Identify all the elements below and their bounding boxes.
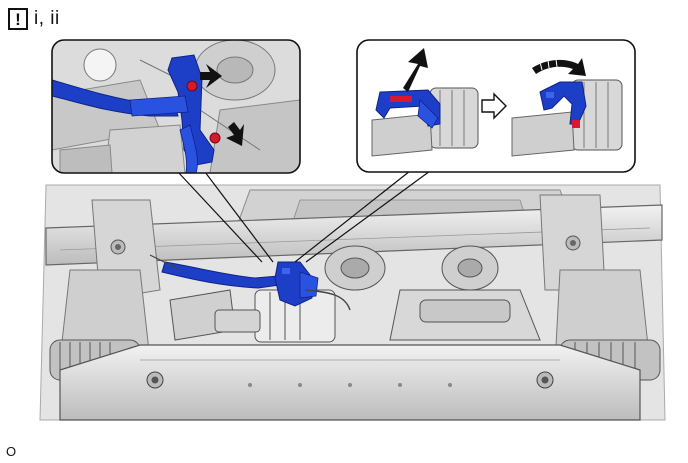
steering-assist-motor <box>214 289 336 343</box>
arrow-icon <box>200 64 222 88</box>
figure-code: O <box>6 444 17 459</box>
transition-arrow-icon <box>481 92 507 120</box>
step-label: i, ii <box>34 8 60 29</box>
upper-cross-member <box>45 204 663 266</box>
zoom-panel-right <box>356 39 636 173</box>
rotate-arrow-icon <box>532 58 586 76</box>
highlighted-part <box>161 261 319 307</box>
step-after <box>511 58 623 157</box>
callout-lines <box>177 170 431 263</box>
bolt-lower <box>209 132 221 144</box>
bolt-upper <box>186 80 198 92</box>
zoom-panel-left <box>51 39 301 174</box>
chassis-view <box>39 184 666 421</box>
arrow-icon <box>403 48 428 92</box>
engine-components <box>169 245 541 341</box>
arrow-icon <box>226 122 244 146</box>
left-mount <box>59 199 161 361</box>
step-before <box>371 48 479 157</box>
caution-badge: ! i, ii <box>8 8 60 30</box>
suspension-member <box>59 344 641 421</box>
caution-icon: ! <box>8 8 28 30</box>
